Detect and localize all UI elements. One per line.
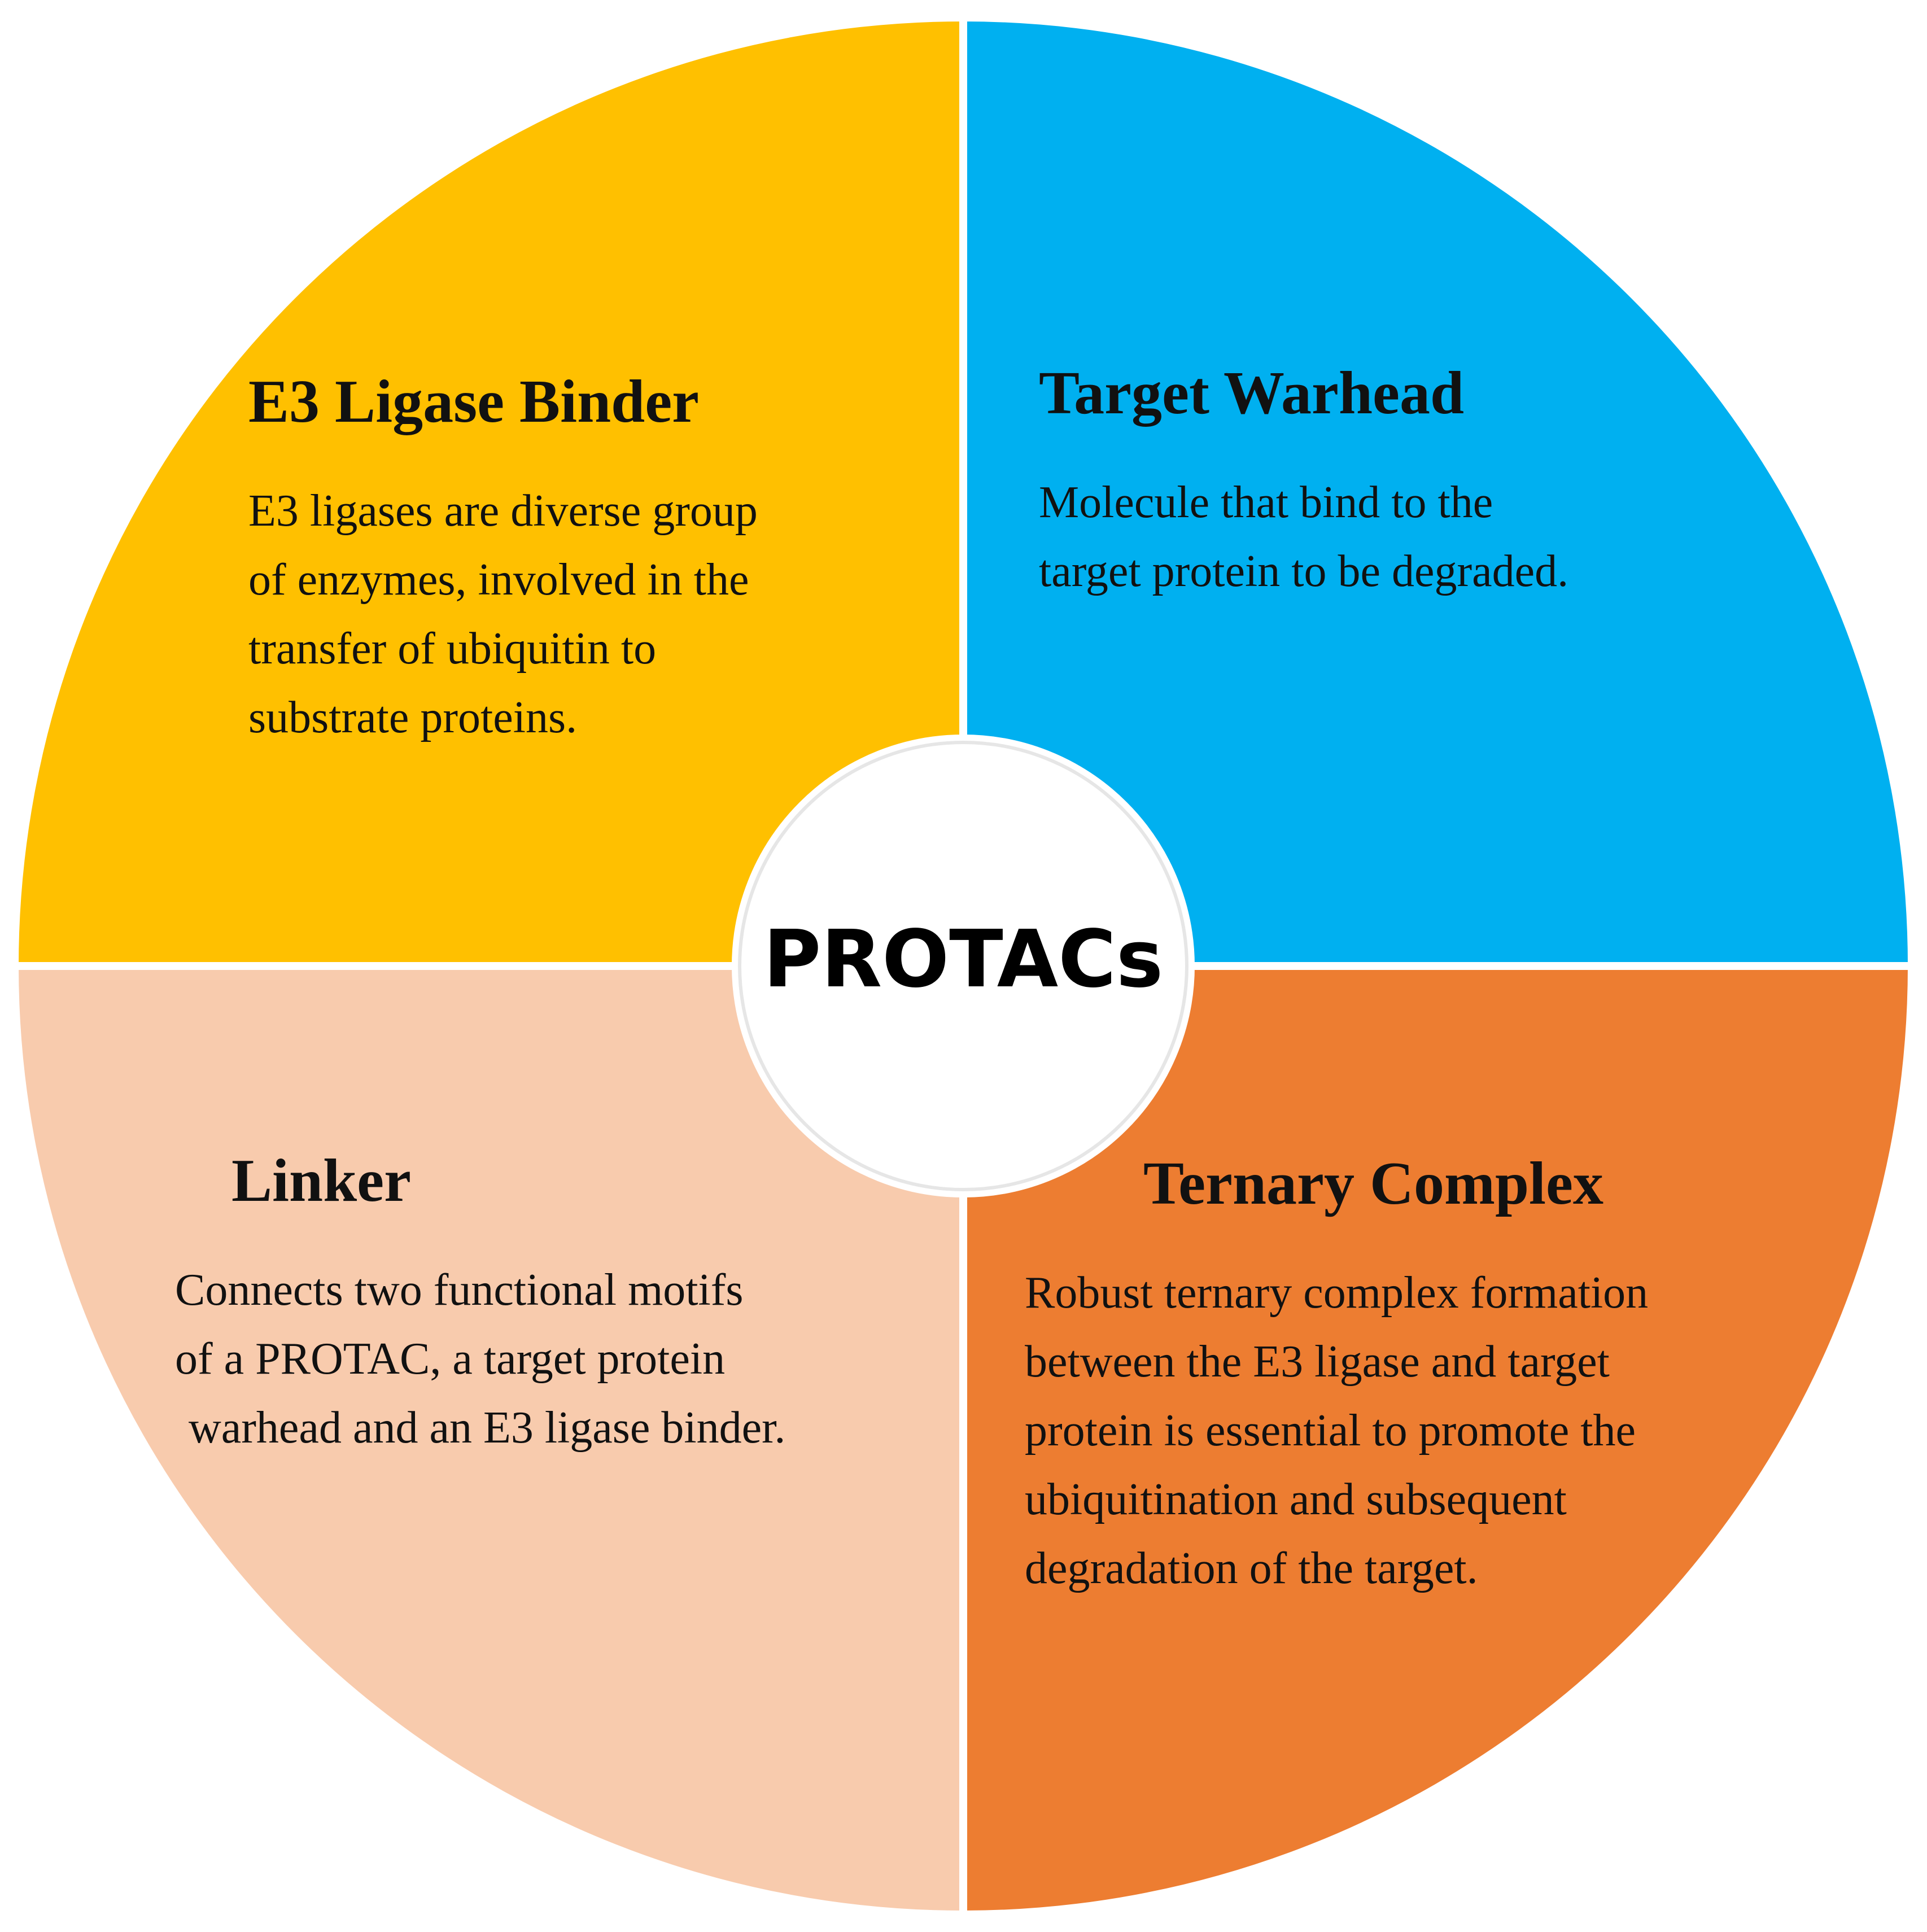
center-circle-shadow-ring xyxy=(738,741,1188,1191)
description-line: Connects two functional motifs xyxy=(175,1265,744,1315)
center-circle xyxy=(732,735,1195,1197)
e3-ligase-binder-text: E3 Ligase Binder E3 ligases are diverse … xyxy=(248,367,881,752)
description-line: protein is essential to promote the xyxy=(1025,1406,1636,1456)
ternary-complex-description: Robust ternary complex formation between… xyxy=(1025,1258,1849,1603)
target-warhead-text: Target Warhead Molecule that bind to the… xyxy=(1039,359,1716,606)
description-line: warhead and an E3 ligase binder. xyxy=(189,1403,786,1453)
quadrant-ternary-complex xyxy=(959,962,1916,1919)
ternary-complex-text: Ternary Complex Robust ternary complex f… xyxy=(1025,1149,1849,1603)
quadrant-e3-ligase-binder xyxy=(10,13,967,970)
center-label: PROTACs xyxy=(763,913,1164,1006)
linker-description: Connects two functional motifs of a PROT… xyxy=(175,1256,954,1462)
description-line: E3 ligases are diverse group xyxy=(248,486,758,536)
description-line: Molecule that bind to the xyxy=(1039,478,1493,528)
description-line: transfer of ubiquitin to xyxy=(248,624,657,674)
e3-ligase-binder-title: E3 Ligase Binder xyxy=(248,368,700,435)
linker-title: Linker xyxy=(231,1147,412,1214)
e3-ligase-binder-description: E3 ligases are diverse group of enzymes,… xyxy=(248,477,881,752)
quadrant-target-warhead xyxy=(959,13,1916,970)
description-line: degradation of the target. xyxy=(1025,1544,1478,1594)
ternary-complex-title: Ternary Complex xyxy=(1143,1150,1603,1217)
description-line: target protein to be degraded. xyxy=(1039,547,1569,597)
linker-text: Linker Connects two functional motifs of… xyxy=(175,1146,954,1462)
target-warhead-description: Molecule that bind to the target protein… xyxy=(1039,468,1716,606)
target-warhead-title: Target Warhead xyxy=(1039,360,1465,427)
description-line: of enzymes, involved in the xyxy=(248,555,749,605)
description-line: Robust ternary complex formation xyxy=(1025,1268,1649,1318)
quadrant-linker xyxy=(10,962,967,1919)
description-line: between the E3 ligase and target xyxy=(1025,1337,1610,1387)
description-line: of a PROTAC, a target protein xyxy=(175,1334,726,1384)
description-line: substrate proteins. xyxy=(248,693,578,743)
description-line: ubiquitination and subsequent xyxy=(1025,1475,1567,1525)
